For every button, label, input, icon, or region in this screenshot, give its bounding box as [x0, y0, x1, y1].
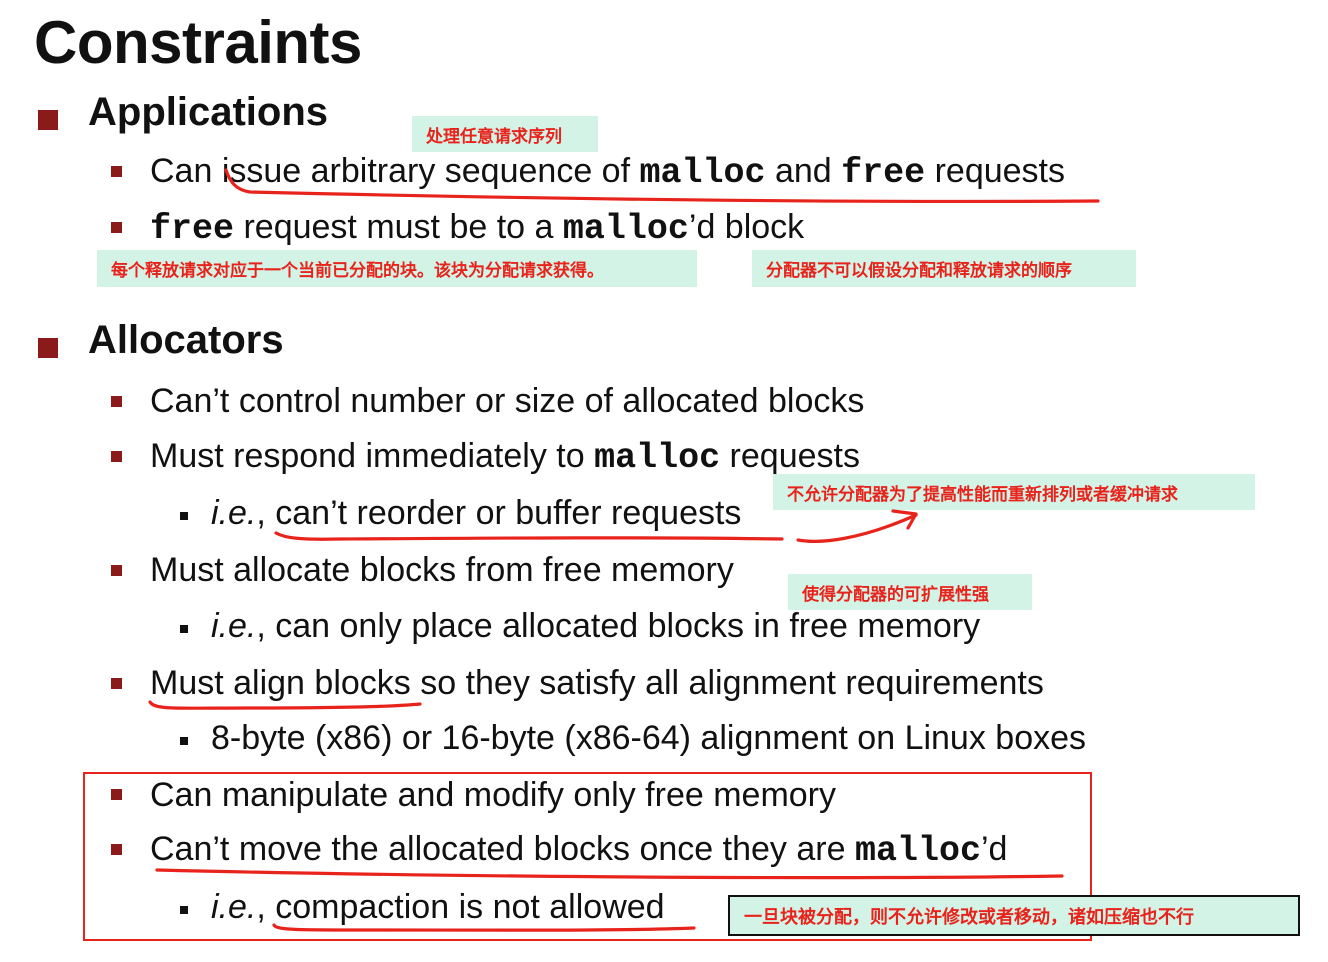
section-heading-allocators: Allocators	[88, 318, 284, 362]
bullet-square	[180, 512, 188, 520]
text: , can only place allocated blocks in fre…	[256, 607, 981, 645]
bullet-square	[111, 222, 122, 233]
allocators-bullet-2: Must respond immediately to malloc reque…	[150, 437, 860, 478]
bullet-square	[111, 166, 122, 177]
section-heading-applications: Applications	[88, 90, 329, 134]
code-malloc: malloc	[594, 438, 721, 478]
allocators-subbullet-4: 8-byte (x86) or 16-byte (x86-64) alignme…	[211, 719, 1087, 757]
text: ’d block	[688, 208, 805, 246]
bullet-square	[111, 565, 122, 576]
text: Can issue arbitrary sequence of	[150, 152, 640, 190]
allocators-bullet-5: Can manipulate and modify only free memo…	[150, 776, 836, 814]
applications-bullet-1: Can issue arbitrary sequence of malloc a…	[150, 152, 1065, 193]
code-malloc: malloc	[639, 153, 766, 193]
annotation-note-6: 一旦块被分配，则不允许修改或者移动，诸如压缩也不行	[728, 895, 1300, 936]
arrowhead-stroke	[891, 509, 918, 530]
text: requests	[720, 437, 860, 475]
text: requests	[925, 152, 1066, 190]
text: , can’t reorder or buffer requests	[256, 494, 742, 532]
bullet-square	[111, 844, 122, 855]
bullet-square	[180, 737, 188, 745]
ie-label: i.e.	[211, 888, 257, 926]
slide-title: Constraints	[34, 9, 362, 76]
bullet-square	[180, 906, 188, 914]
bullet-square	[180, 625, 188, 633]
code-malloc: malloc	[562, 209, 689, 249]
underline-stroke	[274, 531, 784, 541]
code-free: free	[841, 153, 926, 193]
bullet-square	[111, 396, 122, 407]
allocators-subbullet-3: i.e., can only place allocated blocks in…	[211, 607, 980, 646]
text: Can’t move the allocated blocks once the…	[150, 830, 855, 868]
allocators-subbullet-6: i.e., compaction is not allowed	[211, 888, 665, 927]
code-malloc: malloc	[854, 831, 981, 871]
ie-label: i.e.	[211, 607, 257, 645]
bullet-square	[111, 789, 122, 800]
allocators-bullet-6: Can’t move the allocated blocks once the…	[150, 830, 1007, 871]
code-free: free	[150, 209, 235, 249]
highlight-box	[83, 772, 1092, 941]
text: Must respond immediately to	[150, 437, 595, 475]
bullet-square	[111, 678, 122, 689]
bullet-square	[38, 338, 58, 358]
annotation-note-5: 使得分配器的可扩展性强	[788, 574, 1032, 610]
annotation-note-4: 不允许分配器为了提高性能而重新排列或者缓冲请求	[773, 474, 1255, 510]
text: , compaction is not allowed	[256, 888, 665, 926]
annotation-note-1: 处理任意请求序列	[412, 116, 598, 152]
allocators-bullet-1: Can’t control number or size of allocate…	[150, 382, 865, 420]
allocators-subbullet-2: i.e., can’t reorder or buffer requests	[211, 494, 741, 533]
bullet-square	[111, 451, 122, 462]
allocators-bullet-3: Must allocate blocks from free memory	[150, 551, 734, 589]
text: request must be to a	[234, 208, 563, 246]
annotation-note-3: 分配器不可以假设分配和释放请求的顺序	[752, 250, 1136, 287]
arrow-stroke	[796, 513, 918, 543]
text: ’d	[980, 830, 1008, 868]
allocators-bullet-4: Must align blocks so they satisfy all al…	[150, 664, 1044, 702]
applications-bullet-2: free request must be to a malloc’d block	[150, 208, 804, 249]
bullet-square	[38, 110, 58, 130]
text: and	[765, 152, 842, 190]
ie-label: i.e.	[211, 494, 257, 532]
annotation-note-2: 每个释放请求对应于一个当前已分配的块。该块为分配请求获得。	[97, 250, 697, 287]
